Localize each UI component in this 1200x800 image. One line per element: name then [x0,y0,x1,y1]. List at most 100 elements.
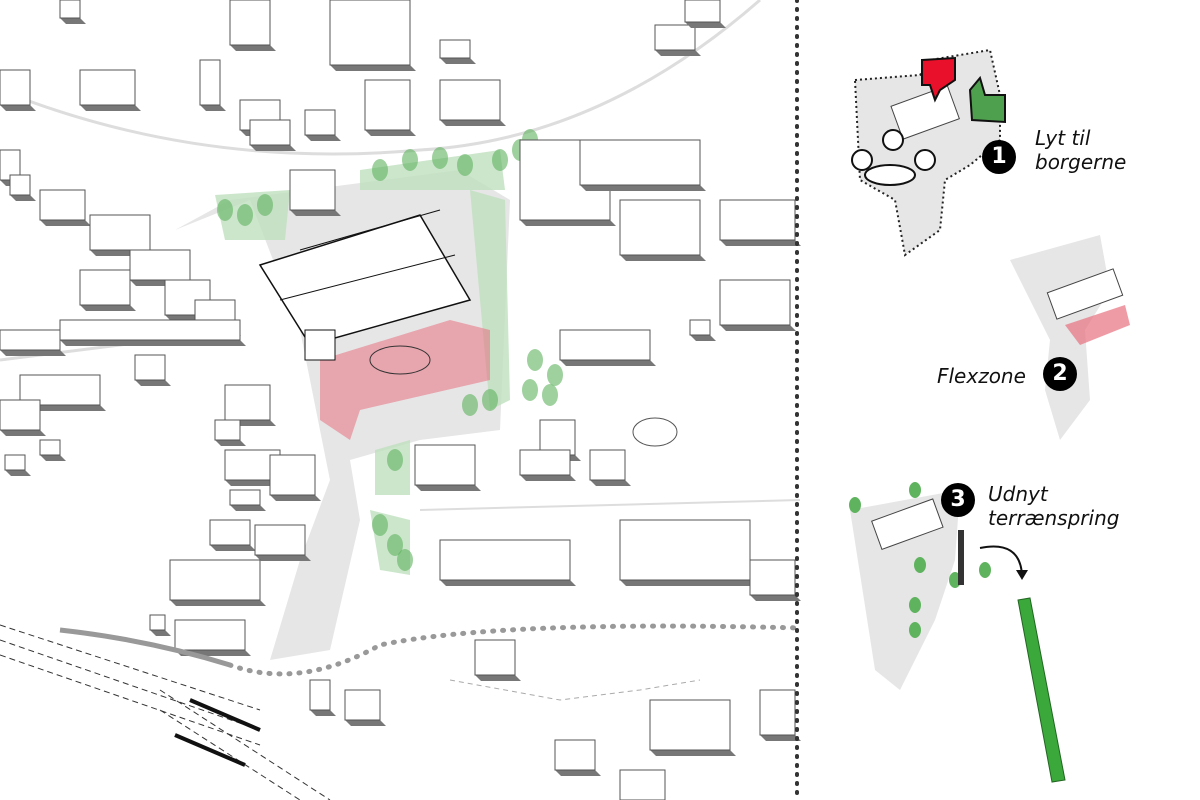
tree [457,154,473,176]
building-side [440,120,506,126]
round-tank [632,417,678,447]
building-side [560,360,656,366]
building-side [150,630,171,636]
tree [909,482,921,498]
building-side [750,595,801,601]
building [0,69,31,106]
tree [527,349,543,371]
building [9,174,31,196]
surrounding-buildings [0,0,801,800]
building [619,199,701,256]
hall-annex [304,329,336,361]
terrain-wall [958,530,964,585]
building-side [305,135,341,141]
building [0,329,61,351]
building-side [10,195,36,201]
tree [387,449,403,471]
building-side [250,145,296,151]
tree [372,514,388,536]
green-area [470,190,510,410]
rail-track [0,654,261,746]
building-side [230,45,276,51]
building-side [290,210,341,216]
building [749,559,796,596]
building [554,739,596,771]
step-3-badge: 3 [941,483,975,517]
tree [849,497,861,513]
building-side [270,495,321,501]
building-side [0,350,66,356]
thumbs-up-icon [968,75,1006,124]
person-icon [851,149,873,171]
building [134,354,166,381]
tree [909,622,921,638]
mini-building [1046,268,1124,320]
building [439,79,501,121]
building [229,489,261,506]
tree [979,562,991,578]
building [309,679,331,711]
thumbs-down-icon [921,56,956,103]
building-side [310,710,336,716]
building-side [760,735,801,741]
building-side [580,185,706,191]
building [209,519,251,546]
building-side [415,485,481,491]
step-1-line2: borgerne [1035,150,1127,174]
building-side [5,470,31,476]
tree [547,364,563,386]
hall-lines [279,209,456,301]
building-side [215,440,246,446]
building-side [200,105,226,111]
step-3-line2: terrænspring [988,506,1120,530]
building [439,39,471,59]
tree [237,204,253,226]
building-side [20,405,106,411]
building [199,59,221,106]
tree [217,199,233,221]
building-side [685,22,726,28]
tree [397,549,413,571]
strategy-panel [849,48,1130,783]
building-side [135,380,171,386]
building [649,699,731,751]
tree [462,394,478,416]
rail-track [0,639,261,731]
building [759,689,796,736]
building-side [620,255,706,261]
arrow-line [979,545,1023,576]
table-icon [864,164,916,186]
tree [257,194,273,216]
building-side [40,220,91,226]
step-2-badge: 2 [1043,357,1077,391]
path-dotted [227,623,803,677]
tree [492,149,508,171]
building-side [655,50,701,56]
building-side [440,580,576,586]
tree [402,149,418,171]
tree [542,384,558,406]
rail-track [159,709,301,800]
step-3-line1: Udnyt [988,482,1048,506]
building [304,109,336,136]
mini-building [890,85,960,140]
flexzone-highlight [1065,305,1130,345]
flexzone-plaza [320,320,490,440]
bridge [174,733,246,767]
step-1-line1: Lyt til [1035,126,1091,150]
person-icon [914,149,936,171]
building [174,619,246,651]
step-3-caption: Udnyt terrænspring [988,482,1119,530]
plaza-circle [369,345,431,375]
building-side [40,455,66,461]
building [519,449,571,476]
building-side [475,675,521,681]
building [254,524,306,556]
building [59,319,241,341]
building [229,0,271,46]
building [719,279,791,326]
building [0,399,41,431]
tree [909,597,921,613]
building-side [555,770,601,776]
building-side [60,340,246,346]
